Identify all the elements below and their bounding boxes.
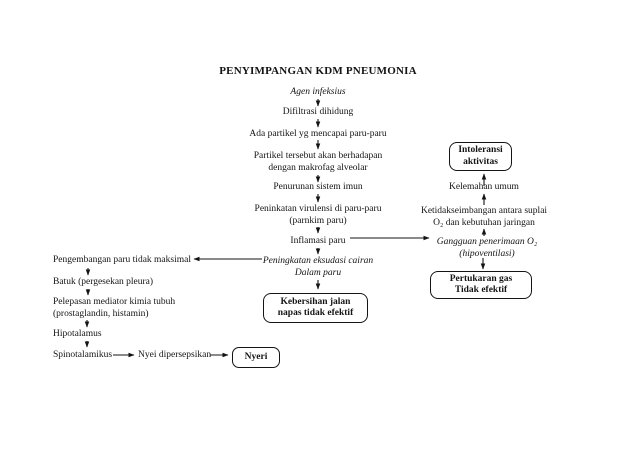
node-hipotalamus: Hipotalamus	[53, 329, 102, 339]
node-ketidakseimbangan-line2: O₂ dan kebutuhan jaringan	[433, 217, 535, 228]
node-agen-infeksius: Agen infeksius	[290, 87, 346, 97]
node-gangguan-penerimaan-line2: (hipoventilasi)	[459, 248, 515, 259]
node-ada-partikel: Ada partikel yg mencapai paru-paru	[249, 129, 387, 139]
node-virulensi: Peninkatan virulensi di paru-paru (parnk…	[255, 204, 382, 227]
diagnosis-box-pertukaran-gas: Pertukaran gas Tidak efektif	[430, 271, 532, 299]
node-eksudasi-line1: Peningkatan eksudasi cairan	[262, 256, 374, 266]
node-virulensi-line2: (parnkim paru)	[289, 215, 347, 226]
node-gangguan-penerimaan: Gangguan penerimaan O₂ (hipoventilasi)	[437, 237, 537, 260]
node-pengembangan-paru: Pengembangan paru tidak maksimal	[53, 255, 191, 265]
node-nyeri-dipersepsikan: Nyei dipersepsikan	[138, 350, 212, 360]
node-pelepasan-mediator: Pelepasan mediator kimia tubuh (prostagl…	[53, 297, 175, 320]
diagnosis-box-kebersihan-jalan-napas: Kebersihan jalan napas tidak efektif	[263, 293, 368, 323]
diagnosis-box-intoleransi-aktivitas: Intoleransi aktivitas	[449, 142, 512, 171]
diagnosis-box-intoleransi-line1: Intoleransi	[458, 145, 503, 155]
diagnosis-box-pertukaran-line2: Tidak efektif	[454, 285, 508, 295]
node-kelemahan-umum: Kelemahan umum	[449, 182, 519, 192]
node-eksudasi: Peningkatan eksudasi cairan Dalam paru	[263, 256, 373, 279]
node-gangguan-penerimaan-line1: Gangguan penerimaan O₂	[436, 237, 538, 247]
node-ketidakseimbangan-line1: Ketidakseimbangan antara suplai	[420, 206, 548, 216]
node-inflamasi: Inflamasi paru	[290, 236, 346, 246]
diagnosis-box-kebersihan-line2: napas tidak efektif	[277, 308, 354, 318]
diagnosis-box-nyeri: Nyeri	[232, 347, 280, 368]
diagnosis-box-intoleransi-line2: aktivitas	[463, 156, 498, 167]
diagnosis-box-kebersihan-line1: Kebersihan jalan	[280, 296, 351, 307]
node-batuk: Batuk (pergesekan pleura)	[53, 277, 154, 287]
diagnosis-box-nyeri-label: Nyeri	[244, 351, 268, 362]
node-partikel-berhadapan-line1: Partikel tersebut akan berhadapan	[253, 151, 383, 161]
node-ketidakseimbangan: Ketidakseimbangan antara suplai O₂ dan k…	[421, 206, 547, 229]
node-penurunan-imun: Penurunan sistem imun	[273, 182, 363, 192]
node-pelepasan-mediator-line2: (prostaglandin, histamin)	[53, 308, 149, 319]
diagnosis-box-pertukaran-line1: Pertukaran gas	[449, 273, 513, 284]
node-spinotalamikus: Spinotalamikus	[53, 350, 113, 360]
node-virulensi-line1: Peninkatan virulensi di paru-paru	[254, 204, 382, 214]
diagram-title: PENYIMPANGAN KDM PNEUMONIA	[219, 65, 417, 77]
node-partikel-berhadapan-line2: dengan makrofag alveolar	[268, 162, 368, 173]
node-partikel-berhadapan: Partikel tersebut akan berhadapan dengan…	[254, 151, 382, 174]
node-eksudasi-line2: Dalam paru	[294, 267, 342, 278]
node-difiltrasi: Difiltrasi dihidung	[282, 107, 354, 117]
node-pelepasan-mediator-line1: Pelepasan mediator kimia tubuh	[53, 297, 176, 307]
